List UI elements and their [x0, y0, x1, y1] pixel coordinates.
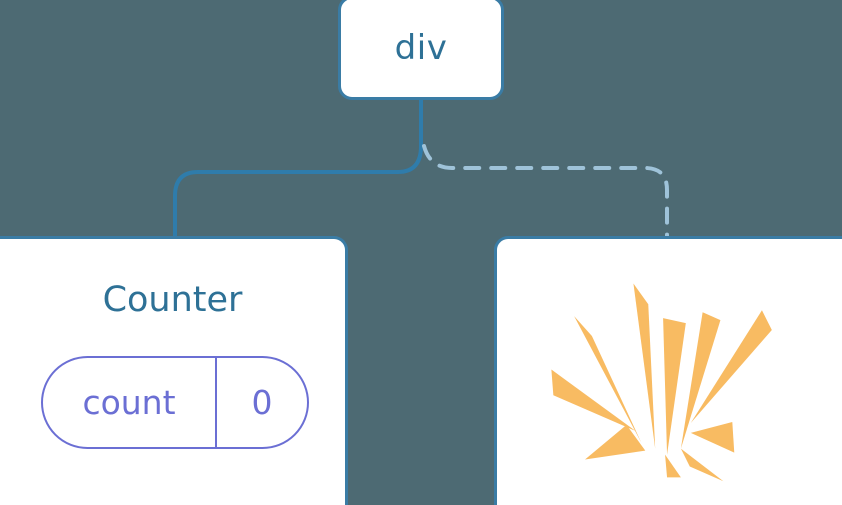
node-div[interactable]: div [338, 0, 504, 100]
edge-div-to-sparkle [422, 144, 669, 242]
node-counter-title: Counter [102, 280, 243, 320]
state-pill-key: count [43, 358, 217, 447]
sparkle-burst-icon [551, 283, 772, 482]
state-pill-count[interactable]: count 0 [41, 356, 309, 449]
node-div-label: div [394, 28, 448, 68]
edge-div-to-counter [173, 98, 423, 242]
node-sparkle[interactable] [494, 236, 842, 505]
node-counter[interactable]: Counter count 0 [0, 236, 348, 505]
state-pill-value: 0 [251, 383, 273, 422]
